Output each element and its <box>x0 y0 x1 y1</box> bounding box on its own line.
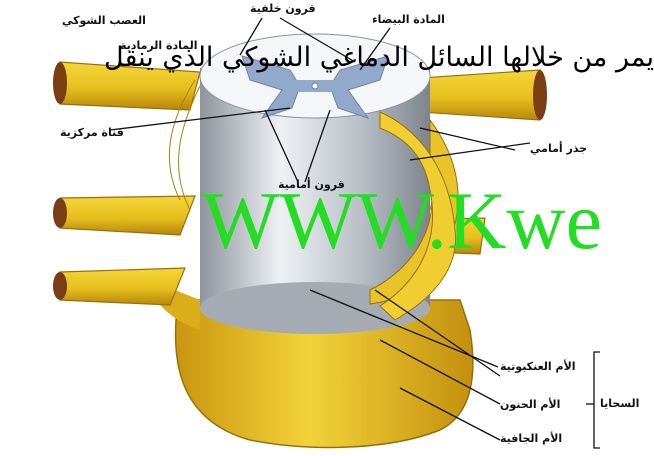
central-canal-dot <box>312 83 318 89</box>
label-dorsal-horns: قرون خلفية <box>250 2 316 15</box>
label-spinal-nerve: العصب الشوكي <box>62 14 146 27</box>
watermark-text: WWW.Kwe <box>202 180 602 262</box>
label-pia-mater: الأم الحنون <box>500 398 560 411</box>
nerve-tip-left-2 <box>53 198 67 228</box>
nerve-tip-left-3 <box>53 272 67 300</box>
label-dura-mater: الأم الجافية <box>500 432 562 445</box>
label-meninges: السحايا <box>600 397 639 410</box>
label-central-canal: قناة مركزية <box>60 126 124 139</box>
label-ventral-root: جذر أمامي <box>530 142 587 155</box>
label-white-matter: المادة البيضاء <box>372 13 445 26</box>
caption-text: يمر من خلالها السائل الدماغي الشوكي الذي… <box>0 42 654 82</box>
label-arachnoid: الأم العنكبوتية <box>500 360 576 373</box>
spinal-nerves-left <box>53 62 200 305</box>
